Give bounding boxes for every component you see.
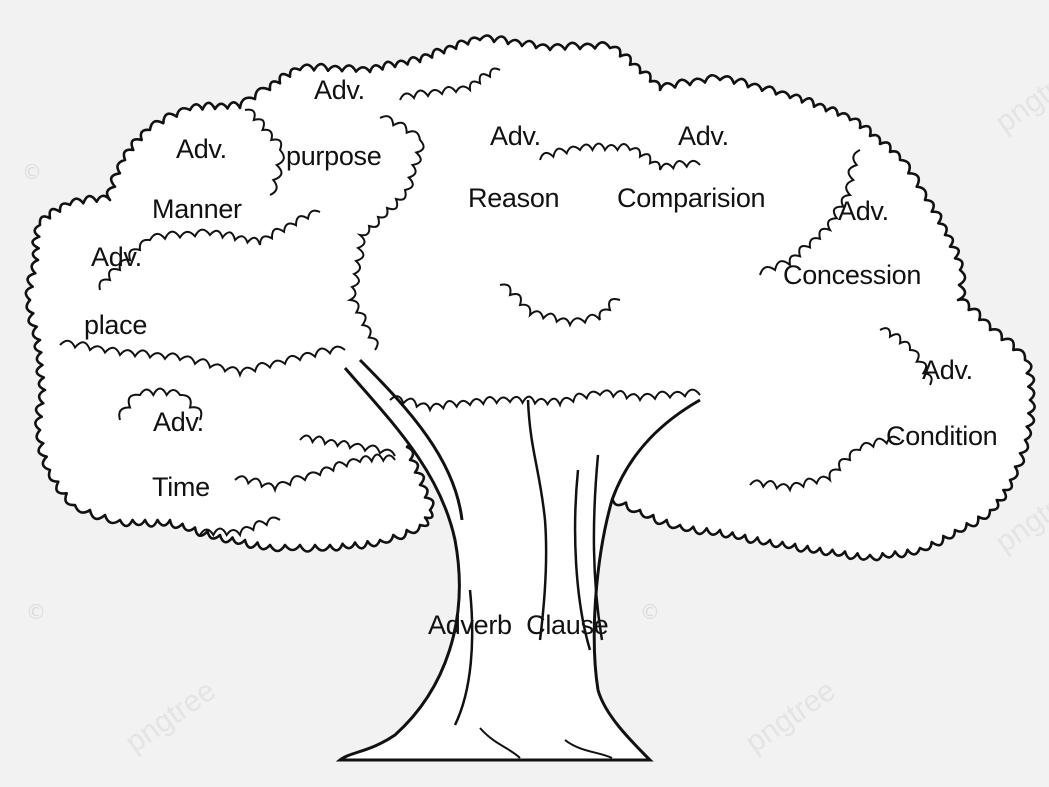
label-manner: Manner [152, 196, 242, 223]
label-adv-reason: Adv. [490, 123, 541, 150]
label-adv-concession: Adv. [838, 198, 889, 225]
label-time: Time [152, 474, 210, 501]
label-purpose: purpose [286, 143, 381, 170]
label-adv-manner: Adv. [176, 136, 227, 163]
label-adv-time: Adv. [153, 409, 204, 436]
trunk-label: Adverb Clause [428, 612, 608, 639]
tree-trunk [340, 360, 700, 760]
label-adv-place: Adv. [91, 244, 142, 271]
label-comparision: Comparision [617, 185, 765, 212]
label-adv-condition: Adv. [922, 357, 973, 384]
label-concession: Concession [783, 262, 921, 289]
label-place: place [84, 312, 147, 339]
label-reason: Reason [468, 185, 559, 212]
label-adv-comparision: Adv. [678, 123, 729, 150]
label-condition: Condition [886, 423, 997, 450]
label-adv-purpose: Adv. [314, 77, 365, 104]
